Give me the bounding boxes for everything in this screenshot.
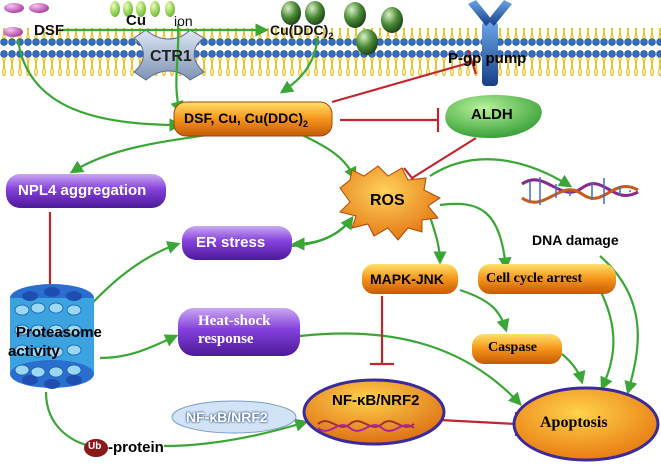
cu-ddc-label: Cu(DDC)2 — [270, 22, 334, 41]
dna-helix-icon — [521, 177, 639, 205]
nfkb-active-label: NF-κB/NRF2 — [332, 392, 420, 409]
complex-label: DSF, Cu, Cu(DDC)2 — [184, 110, 309, 129]
activity-label: activity — [8, 343, 60, 360]
nfkb-inactive-label: NF-κB/NRF2 — [186, 409, 268, 425]
proteasome-icon — [10, 284, 94, 389]
pgp-label: P-gp pump — [448, 50, 527, 67]
heat-shock-node — [178, 308, 300, 356]
ros-node — [339, 165, 441, 241]
ctr1-label: CTR1 — [150, 48, 192, 65]
apoptosis-node — [512, 386, 660, 462]
cell-membrane — [0, 28, 661, 76]
dsf-molecule-icons — [3, 3, 49, 37]
mapk-jnk-node — [362, 264, 458, 294]
nfkb-inactive-node — [171, 400, 297, 434]
ub-label: Ub — [88, 441, 102, 452]
ub-protein-label: -protein — [108, 439, 164, 456]
dsf-cu-complex-node — [173, 101, 333, 137]
npl4-node — [6, 174, 166, 208]
heat-shock-label: Heat-shock — [198, 313, 271, 329]
ubiquitin-badge — [84, 439, 108, 457]
dsf-label: DSF — [34, 22, 64, 39]
cell-cycle-arrest-node — [478, 264, 616, 294]
inhibition-lines — [38, 49, 518, 436]
er-stress-node — [182, 226, 292, 260]
ctr1-transporter — [133, 29, 205, 81]
ros-label: ROS — [370, 192, 405, 209]
aldh-label: ALDH — [471, 106, 513, 123]
caspase-node — [472, 334, 562, 364]
ion-label: ion — [174, 13, 193, 29]
pgp-pump-icon — [468, 0, 512, 86]
proteasome-label: Proteasome — [16, 324, 102, 341]
caspase-label: Caspase — [488, 340, 538, 355]
cu-ion-icons — [110, 1, 175, 17]
apoptosis-label: Apoptosis — [540, 414, 608, 431]
aldh-node — [445, 95, 542, 138]
mapk-label: MAPK-JNK — [370, 271, 444, 287]
er-stress-label: ER stress — [196, 234, 266, 251]
cu-ddc-sphere-icons — [281, 1, 403, 55]
dna-damage-label: DNA damage — [532, 232, 619, 248]
response-label: response — [198, 331, 254, 347]
nfkb-active-node — [302, 378, 446, 446]
cu-label: Cu — [126, 12, 146, 29]
cell-cycle-label: Cell cycle arrest — [486, 271, 583, 286]
npl4-label: NPL4 aggregation — [18, 182, 147, 199]
